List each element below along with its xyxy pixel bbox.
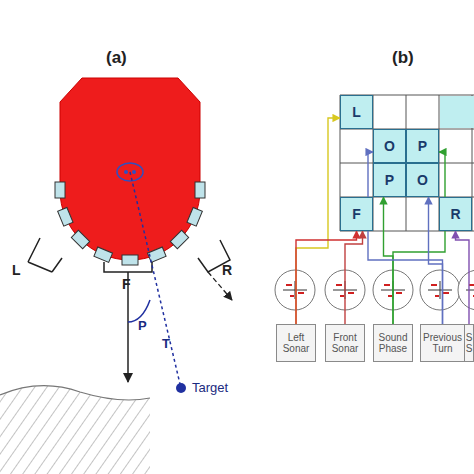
grid-cell: P bbox=[406, 129, 439, 163]
input-name: S S bbox=[466, 332, 473, 355]
cell-letter: O bbox=[417, 172, 428, 188]
input-name: Left Sonar bbox=[279, 332, 313, 355]
input-box: Previous Turn bbox=[420, 324, 465, 362]
input-name: Sound Phase bbox=[376, 332, 410, 355]
cell-letter: L bbox=[352, 104, 361, 120]
robot-body bbox=[60, 78, 200, 260]
connector bbox=[296, 231, 357, 324]
left-bracket bbox=[28, 238, 62, 272]
neuron-circle bbox=[275, 270, 315, 310]
neuron-circle bbox=[458, 270, 474, 310]
cell-letter: R bbox=[450, 206, 460, 222]
sonar-sensor bbox=[170, 230, 188, 248]
cell-letter: P bbox=[418, 138, 427, 154]
sonar-sensor bbox=[187, 207, 202, 226]
cell-letter: O bbox=[384, 138, 395, 154]
connector bbox=[456, 231, 470, 324]
figure-label: L bbox=[12, 262, 21, 278]
grid-cell: O bbox=[406, 163, 439, 197]
target-line bbox=[130, 172, 180, 384]
cell-letter: P bbox=[385, 172, 394, 188]
grid-cell: L bbox=[340, 95, 373, 129]
input-box: Left Sonar bbox=[276, 324, 316, 362]
figure-label: Target bbox=[192, 380, 228, 395]
input-name: Previous Turn bbox=[423, 332, 462, 355]
neuron-circle bbox=[420, 270, 460, 310]
sonar-sensor bbox=[71, 230, 89, 248]
sonar-sensor bbox=[58, 207, 73, 226]
panel-label: (a) bbox=[106, 48, 127, 68]
input-name: Front Sonar bbox=[328, 332, 362, 355]
input-box: Sound Phase bbox=[373, 324, 413, 362]
connector bbox=[368, 152, 443, 324]
grid-cell: F bbox=[340, 197, 373, 231]
grid-cell: P bbox=[373, 163, 406, 197]
wall-hatch bbox=[0, 386, 150, 474]
grid-cell: O bbox=[373, 129, 406, 163]
grid-cell: R bbox=[439, 197, 472, 231]
panel-label: (b) bbox=[392, 48, 414, 68]
wall-edge bbox=[0, 386, 150, 400]
figure-label: F bbox=[122, 276, 131, 292]
figure-label: P bbox=[138, 318, 147, 333]
sonar-sensor bbox=[94, 247, 113, 262]
grid bbox=[340, 95, 474, 231]
target-dot bbox=[176, 383, 186, 393]
cell-letter: F bbox=[352, 206, 361, 222]
connector bbox=[345, 231, 363, 324]
input-box: S S bbox=[464, 324, 474, 362]
input-box: Front Sonar bbox=[325, 324, 365, 362]
figure-label: R bbox=[222, 262, 232, 278]
sonar-sensor bbox=[195, 182, 205, 198]
front-bracket bbox=[104, 262, 152, 272]
connector bbox=[296, 118, 340, 324]
figure-label: T bbox=[162, 336, 170, 351]
sonar-sensor bbox=[122, 255, 138, 265]
sonar-sensor bbox=[55, 182, 65, 198]
